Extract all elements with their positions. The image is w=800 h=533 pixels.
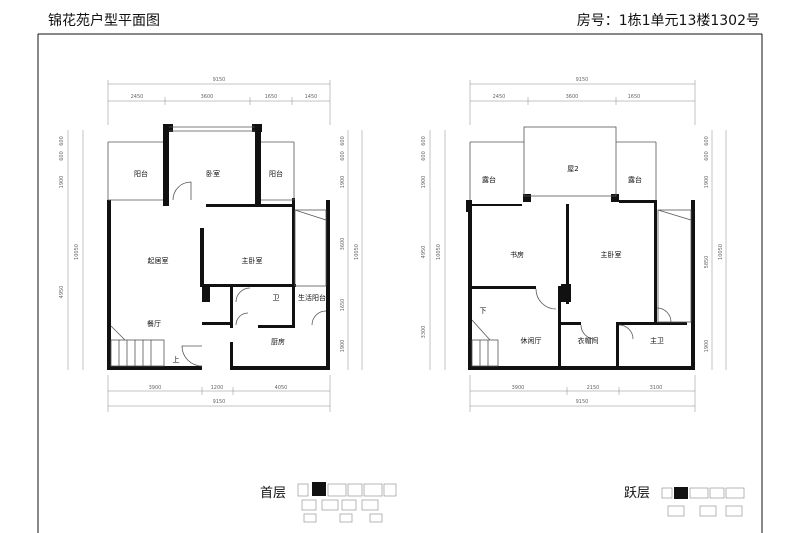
dim-bottom-3: 3100 xyxy=(650,385,663,391)
room-label: 卫 xyxy=(273,294,280,302)
dim-top-1: 2450 xyxy=(493,94,506,100)
dim-left-1: 600 xyxy=(421,136,427,146)
stairs-upper xyxy=(471,319,499,367)
door-swings-upper xyxy=(535,288,672,340)
room-label: 卧室 xyxy=(206,169,220,178)
dim-bottom-1: 3900 xyxy=(512,385,525,391)
dim-left-total: 10050 xyxy=(74,244,80,260)
room-label: 露台 xyxy=(628,175,642,184)
floor-label-ground: 首层 xyxy=(260,486,286,501)
room-label: 厨房 xyxy=(271,337,285,346)
room-label: 露台 xyxy=(482,175,496,184)
dim-top-2: 3600 xyxy=(201,94,214,100)
dim-right-5: 1900 xyxy=(704,340,710,353)
dim-right-total: 10050 xyxy=(718,244,724,260)
door-swings-ground xyxy=(172,181,327,367)
dim-right-4: 3600 xyxy=(340,238,346,251)
stair-note-up: 上 xyxy=(173,355,180,364)
dim-left-5: 3300 xyxy=(421,326,427,339)
dim-left-3: 1900 xyxy=(421,176,427,189)
dimension-lines-ground xyxy=(67,80,363,412)
balcony-outlines-ground xyxy=(107,126,327,287)
dim-left-1: 600 xyxy=(59,136,65,146)
terrace-outlines-upper xyxy=(469,126,692,323)
dim-bottom-2: 1200 xyxy=(211,385,224,391)
dim-bottom-total: 9150 xyxy=(576,399,589,405)
dimension-lines-upper xyxy=(429,80,727,412)
dim-top-3: 1650 xyxy=(265,94,278,100)
dim-top-total: 9150 xyxy=(576,77,589,83)
room-label: 主卫 xyxy=(650,336,664,345)
dim-right-4: 5850 xyxy=(704,256,710,269)
room-label: 休闲厅 xyxy=(521,336,542,345)
dim-left-2: 600 xyxy=(59,151,65,161)
dim-top-4: 1450 xyxy=(305,94,318,100)
dim-right-3: 1900 xyxy=(340,176,346,189)
dim-right-total: 10050 xyxy=(354,244,360,260)
dim-right-2: 600 xyxy=(340,151,346,161)
dim-top-2: 3600 xyxy=(566,94,579,100)
dim-top-1: 2450 xyxy=(131,94,144,100)
room-label: 主卧室 xyxy=(601,250,622,259)
dim-right-1: 600 xyxy=(340,136,346,146)
room-label: 主卧室 xyxy=(242,256,263,265)
dim-left-total: 10050 xyxy=(436,244,442,260)
floor-plan-upper: 9150 2450 3600 1650 3900 2150 3100 9150 … xyxy=(421,77,727,412)
dim-bottom-2: 2150 xyxy=(587,385,600,391)
dim-left-4: 4950 xyxy=(421,246,427,259)
dim-left-4: 4950 xyxy=(59,286,65,299)
room-label: 衣帽间 xyxy=(578,336,599,345)
floor-plan-ground: 9150 2450 3600 1650 1450 3900 1200 4050 … xyxy=(59,77,363,412)
key-plan-upper xyxy=(661,487,745,517)
dim-bottom-1: 3900 xyxy=(149,385,162,391)
room-label: 书房 xyxy=(510,250,524,259)
room-label: 阳台 xyxy=(269,169,283,178)
floor-label-upper: 跃层 xyxy=(624,486,650,501)
dim-top-3: 1650 xyxy=(628,94,641,100)
unit-info: 房号：1栋1单元13楼1302号 xyxy=(577,12,760,29)
dim-right-2: 600 xyxy=(704,151,710,161)
room-label: 餐厅 xyxy=(147,319,161,328)
stairs-ground xyxy=(110,325,165,367)
dim-right-3: 1900 xyxy=(704,176,710,189)
dim-right-5: 1650 xyxy=(340,299,346,312)
dim-right-6: 1900 xyxy=(340,340,346,353)
dim-right-1: 600 xyxy=(704,136,710,146)
dim-left-2: 600 xyxy=(421,151,427,161)
walls-upper xyxy=(466,194,695,370)
walls-ground xyxy=(107,124,330,370)
stair-note-down: 下 xyxy=(480,307,487,315)
dim-left-3: 1900 xyxy=(59,176,65,189)
room-label: 起居室 xyxy=(148,256,169,265)
dim-bottom-3: 4050 xyxy=(275,385,288,391)
room-label: 生活阳台 xyxy=(298,293,326,302)
key-plan-ground xyxy=(297,482,397,523)
dim-bottom-total: 9150 xyxy=(213,399,226,405)
dim-top-total: 9150 xyxy=(213,77,226,83)
community-title: 锦花苑户型平面图 xyxy=(48,12,160,29)
room-label: 屋2 xyxy=(567,165,578,173)
room-label: 阳台 xyxy=(134,169,148,178)
